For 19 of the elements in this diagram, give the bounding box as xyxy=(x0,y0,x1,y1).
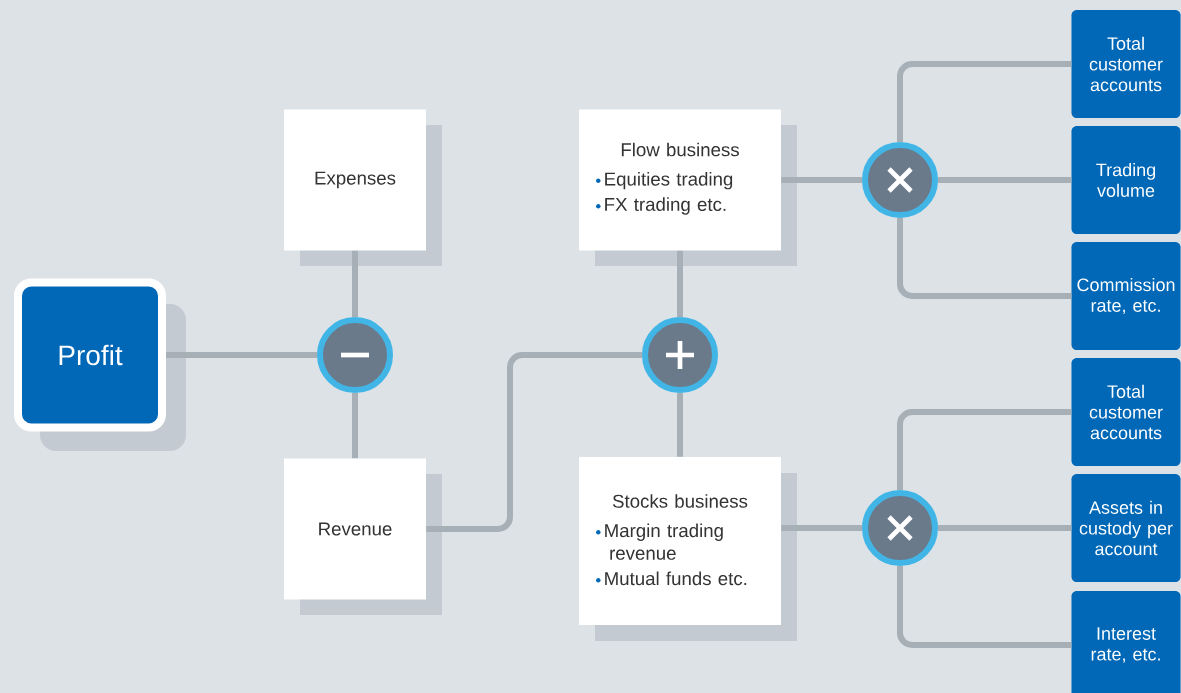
factor-box: Assets in custody per account xyxy=(1071,474,1181,582)
text-box: Revenue xyxy=(284,458,442,615)
connector-line xyxy=(677,393,683,457)
factor-box: Total customer accounts xyxy=(1071,358,1181,466)
text-box: Stocks business Margin trading revenue Mutual funds etc. xyxy=(579,457,797,641)
connector-line xyxy=(166,352,317,358)
connector-line xyxy=(897,218,1072,299)
factor-box: Commission rate, etc. xyxy=(1071,242,1181,350)
factor-box: Interest rate, etc. xyxy=(1071,591,1181,693)
factor-box: Trading volume xyxy=(1071,126,1181,234)
factor-box: Total customer accounts xyxy=(1071,10,1181,118)
connector-line xyxy=(938,177,1072,183)
connector-line xyxy=(352,393,358,459)
text-box: Expenses xyxy=(284,109,442,266)
connector-line xyxy=(938,525,1072,531)
profit-box: Profit xyxy=(14,278,186,451)
connector-line xyxy=(897,566,1072,648)
text-box: Flow business Equities trading FX trading etc. xyxy=(579,109,797,266)
connector-line xyxy=(897,61,1072,142)
